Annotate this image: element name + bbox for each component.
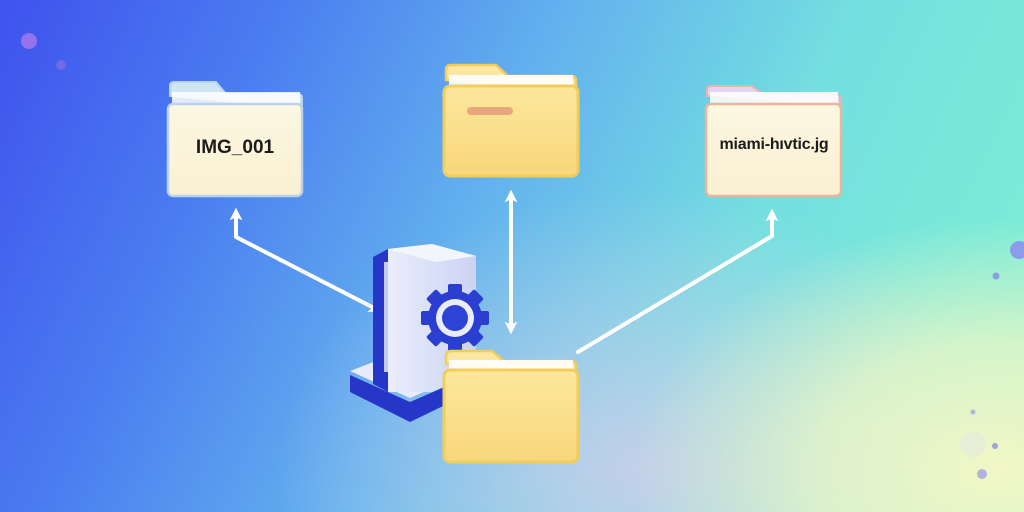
sync-arrow-right bbox=[576, 208, 779, 354]
folder-left-label: IMG_001 bbox=[195, 137, 275, 158]
sync-arrow-left bbox=[229, 207, 382, 312]
folder-top-icon bbox=[442, 63, 580, 178]
folder-bottom-icon bbox=[442, 349, 580, 464]
folder-right-label: miami-hıvtic.jg bbox=[719, 136, 829, 153]
folder-tag-bar bbox=[467, 107, 513, 115]
folder-left-icon bbox=[166, 81, 304, 198]
decorative-bubbles bbox=[21, 33, 1024, 479]
folder-right-icon bbox=[704, 85, 843, 198]
